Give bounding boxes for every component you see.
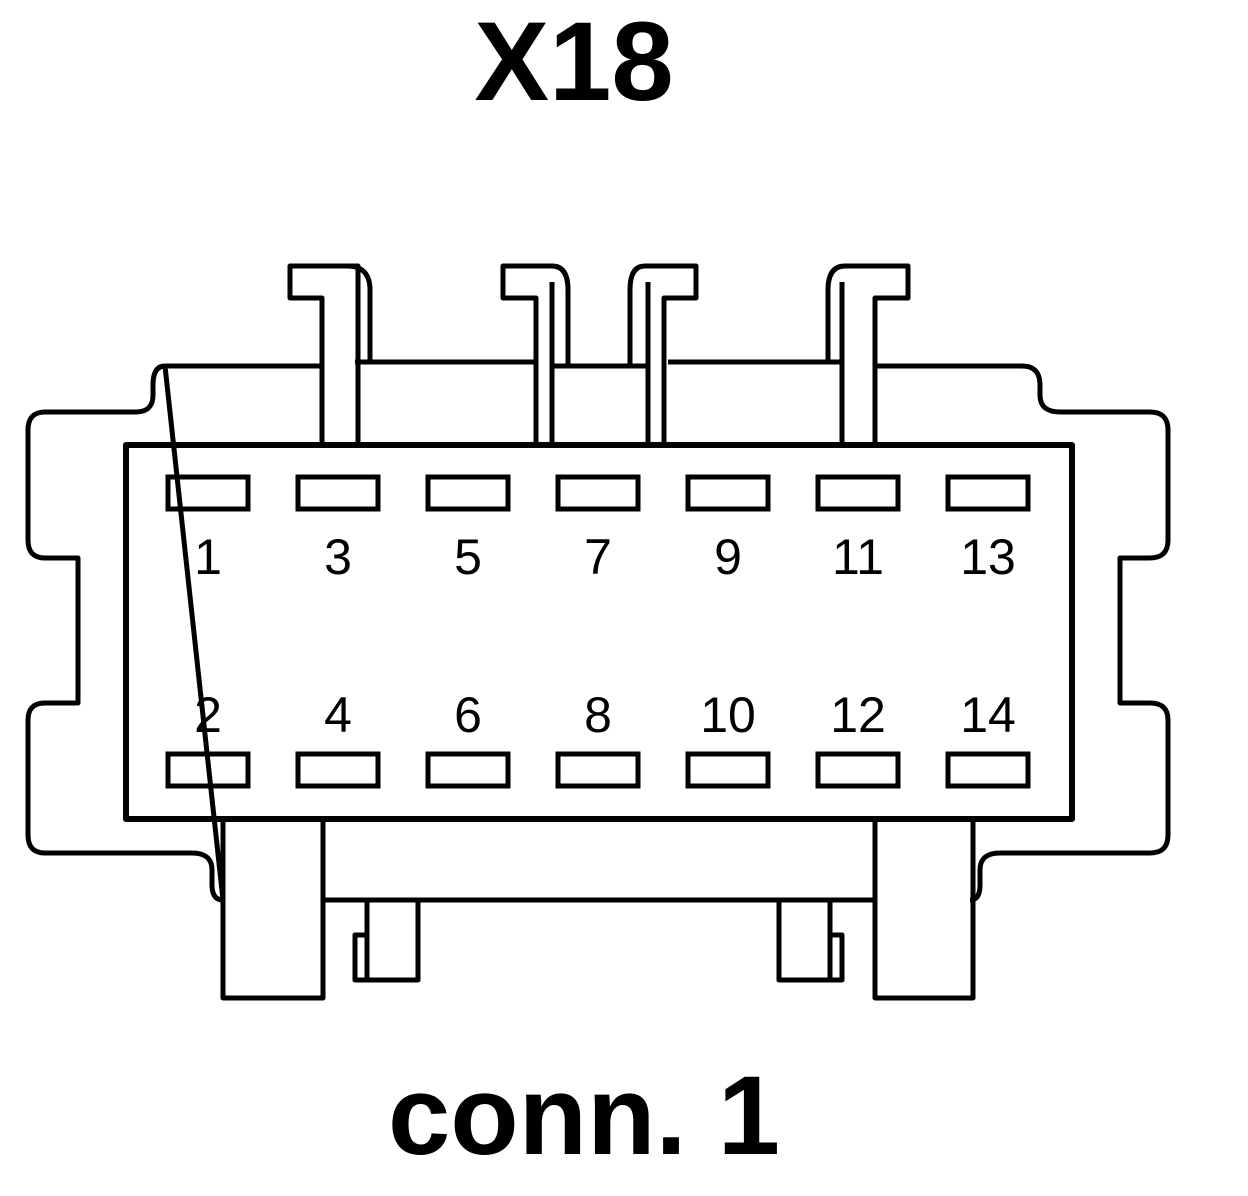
pins-bottom [165, 751, 1031, 789]
pin-label-4: 4 [324, 687, 352, 743]
pin-cavity-8 [555, 751, 641, 789]
pin-label-13: 13 [960, 529, 1016, 585]
bottom-clip-right [776, 900, 845, 983]
connector-id-title: X18 [474, 0, 674, 124]
housing-outline [25, 359, 1171, 903]
pin-label-12: 12 [830, 687, 886, 743]
pin-cavity-12 [815, 751, 901, 789]
pin-label-10: 10 [700, 687, 756, 743]
pin-cavity-4 [295, 751, 381, 789]
pin-cavity-9 [685, 474, 771, 512]
top-latch-2 [500, 263, 571, 445]
pin-label-6: 6 [454, 687, 482, 743]
pin-cavity-1 [165, 474, 251, 512]
pin-cavity-13 [945, 474, 1031, 512]
pin-label-1: 1 [194, 529, 222, 585]
pin-cavity-10 [685, 751, 771, 789]
pin-label-8: 8 [584, 687, 612, 743]
pin-cavity-3 [295, 474, 381, 512]
bottom-clip-left [352, 900, 421, 983]
top-latch-1 [287, 263, 373, 445]
pin-cavity-5 [425, 474, 511, 512]
pin-cavity-14 [945, 751, 1031, 789]
pin-cavity-2 [165, 751, 251, 789]
pin-label-14: 14 [960, 687, 1016, 743]
top-latch-4 [825, 263, 911, 445]
pin-cavity-7 [555, 474, 641, 512]
bottom-rail-right [872, 819, 976, 1001]
connector-label-title: conn. 1 [387, 1053, 781, 1178]
pin-label-3: 3 [324, 529, 352, 585]
pin-label-7: 7 [584, 529, 612, 585]
pins-top [165, 474, 1031, 512]
pin-label-9: 9 [714, 529, 742, 585]
pin-cavity-11 [815, 474, 901, 512]
pin-labels-bottom: 2 4 6 8 10 12 14 [194, 687, 1016, 743]
pin-label-11: 11 [832, 529, 884, 585]
connector-face [123, 442, 1075, 822]
top-latch-3 [627, 263, 699, 445]
pin-label-2: 2 [194, 687, 222, 743]
pin-label-5: 5 [454, 529, 482, 585]
pin-cavity-6 [425, 751, 511, 789]
bottom-rail-left [220, 819, 326, 1001]
